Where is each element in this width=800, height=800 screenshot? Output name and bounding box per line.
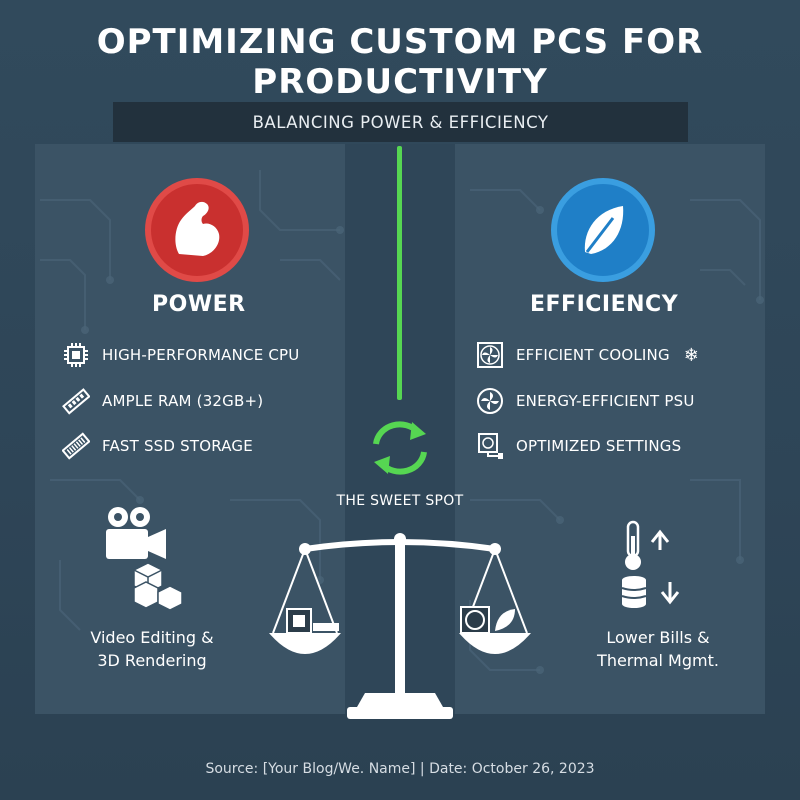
snowflake-icon: ❄ <box>683 344 700 366</box>
efficiency-item-psu: ENERGY-EFFICIENT PSU <box>476 387 695 415</box>
leaf-icon <box>584 206 624 254</box>
power-item-label: AMPLE RAM (32GB+) <box>102 392 264 410</box>
psu-fan-icon <box>476 387 504 415</box>
fan-icon <box>476 341 504 369</box>
power-use-case-line: Video Editing & <box>90 628 214 647</box>
efficiency-badge <box>551 178 655 282</box>
ram-icon <box>62 387 90 415</box>
power-item-cpu: HIGH-PERFORMANCE CPU <box>62 341 299 369</box>
efficiency-item-cooling: EFFICIENT COOLING ❄ <box>476 341 699 369</box>
subtitle: BALANCING POWER & EFFICIENCY <box>252 112 549 132</box>
flexed-arm-icon <box>175 201 220 256</box>
settings-icon <box>476 432 504 460</box>
cpu-icon <box>62 341 90 369</box>
title-line-1: OPTIMIZING CUSTOM PCS FOR <box>96 22 704 62</box>
efficiency-use-case-line: Lower Bills & <box>606 628 710 647</box>
thermometer-storage-icon <box>621 520 680 608</box>
power-use-case: Video Editing & 3D Rendering <box>62 626 242 672</box>
sweet-spot-label: THE SWEET SPOT <box>336 493 464 509</box>
title-line-2: PRODUCTIVITY <box>252 62 548 102</box>
source-footer: Source: [Your Blog/We. Name] | Date: Oct… <box>205 761 595 777</box>
efficiency-item-label: ENERGY-EFFICIENT PSU <box>516 392 695 410</box>
refresh-arrows-icon <box>373 421 427 475</box>
efficiency-use-case: Lower Bills & Thermal Mgmt. <box>568 626 748 672</box>
subtitle-bar: BALANCING POWER & EFFICIENCY <box>113 102 688 142</box>
power-heading: POWER <box>152 292 246 317</box>
power-item-ram: AMPLE RAM (32GB+) <box>62 387 263 415</box>
power-use-case-line: 3D Rendering <box>97 651 207 670</box>
balance-line <box>397 146 402 400</box>
video-camera-icon <box>106 507 166 559</box>
efficiency-item-label: OPTIMIZED SETTINGS <box>516 437 682 455</box>
efficiency-use-case-line: Thermal Mgmt. <box>597 651 719 670</box>
power-badge <box>145 178 249 282</box>
power-item-label: FAST SSD STORAGE <box>102 437 253 455</box>
balance-scale-icon <box>269 533 531 719</box>
3d-cubes-icon <box>133 562 183 610</box>
page-title: OPTIMIZING CUSTOM PCS FOR PRODUCTIVITY <box>0 22 800 102</box>
power-item-ssd: FAST SSD STORAGE <box>62 432 253 460</box>
ssd-icon <box>62 432 90 460</box>
efficiency-heading: EFFICIENCY <box>530 292 679 317</box>
efficiency-item-label: EFFICIENT COOLING <box>516 346 670 364</box>
efficiency-item-settings: OPTIMIZED SETTINGS <box>476 432 681 460</box>
power-item-label: HIGH-PERFORMANCE CPU <box>102 346 300 364</box>
